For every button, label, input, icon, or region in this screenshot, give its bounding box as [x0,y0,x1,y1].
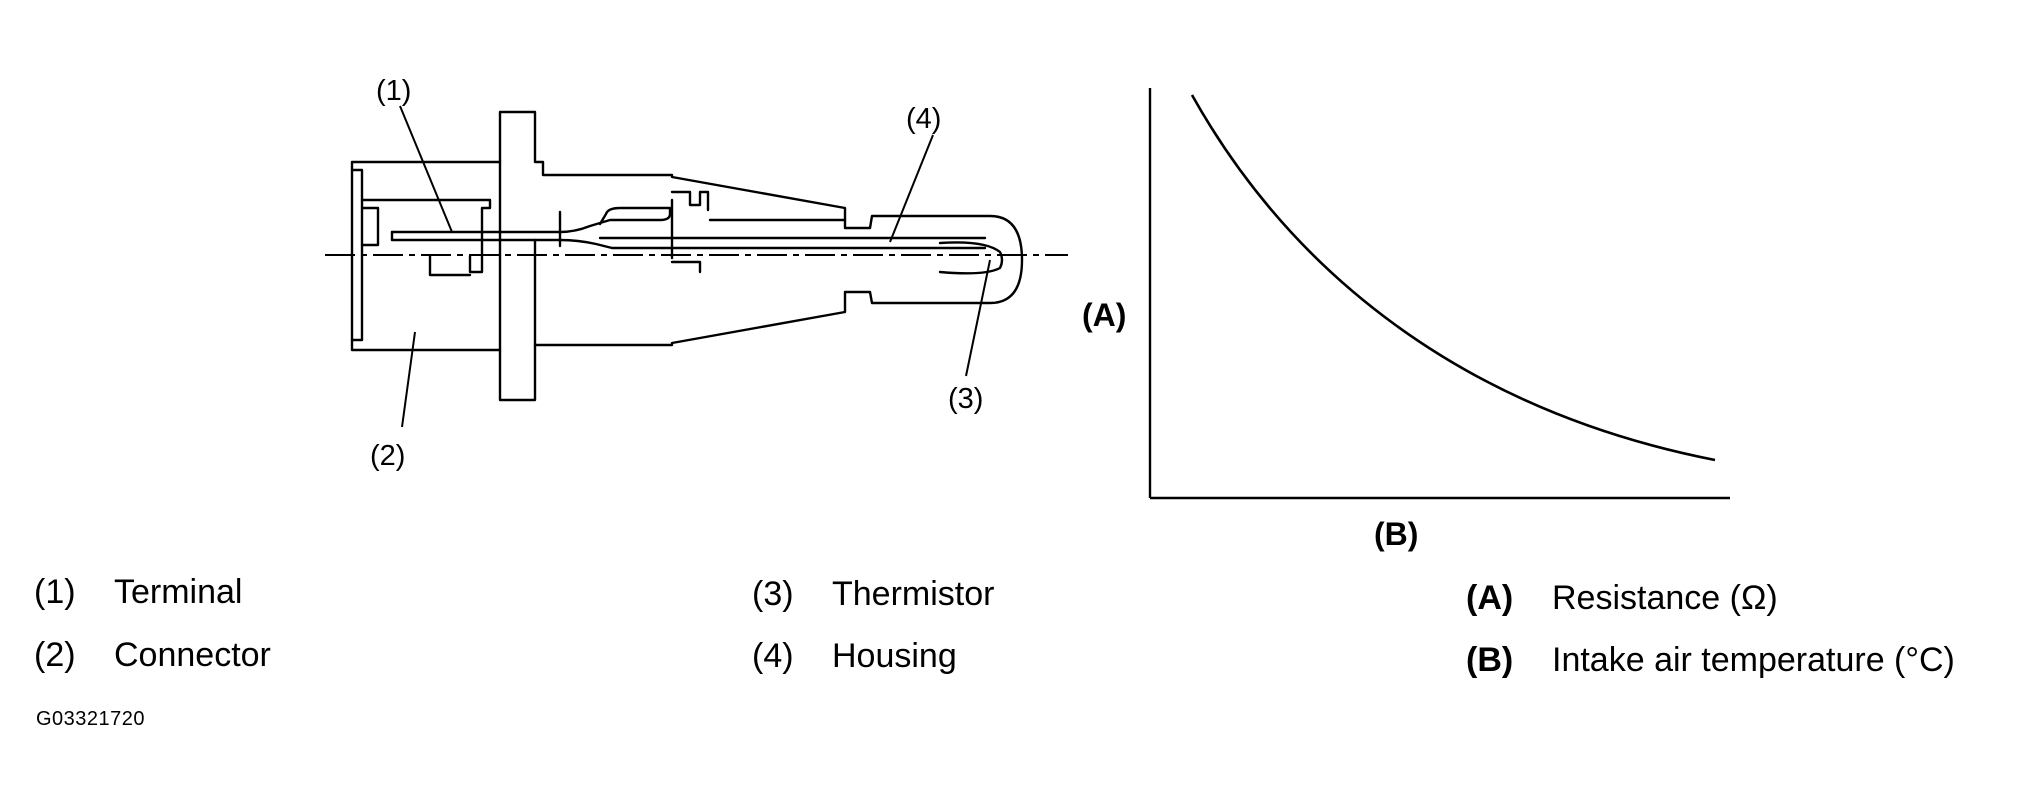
legend-key-3: (3) [752,575,794,613]
legend-key-b: (B) [1466,641,1514,679]
y-axis-label: (A) [1082,297,1126,333]
thermistor-element [938,241,1004,275]
x-axis-label: (B) [1374,516,1418,552]
connector-body [350,110,1024,402]
characteristic-graph: (A) (B) [1082,88,1730,552]
legend-item-2: (2) Connector [34,635,271,675]
callout-2: (2) [370,440,405,472]
legend-text-2: Connector [114,636,271,674]
terminal-pin [390,206,672,234]
callout-4: (4) [906,103,941,135]
legend-key-1: (1) [34,573,76,611]
legend-item-b: (B) Intake air temperature (°C) [1466,640,1955,680]
legend-key-4: (4) [752,637,794,675]
legend-item-4: (4) Housing [752,636,957,676]
callout-1: (1) [376,75,411,107]
legend-item-3: (3) Thermistor [752,574,994,614]
legend-key-a: (A) [1466,579,1514,617]
legend-item-a: (A) Resistance (Ω) [1466,578,1778,618]
sensor-drawing [350,110,1024,402]
legend-text-b: Intake air temperature (°C) [1552,641,1955,679]
resistance-curve [1190,94,1716,462]
legend-text-1: Terminal [114,573,243,611]
legend-text-a: Resistance (Ω) [1552,579,1778,617]
legend-text-3: Thermistor [832,575,995,613]
leader-lines [399,105,991,428]
callout-3: (3) [948,383,983,415]
legend-item-1: (1) Terminal [34,572,242,612]
legend-key-2: (2) [34,636,76,674]
legend-text-4: Housing [832,637,957,675]
figure-id: G03321720 [36,708,146,730]
